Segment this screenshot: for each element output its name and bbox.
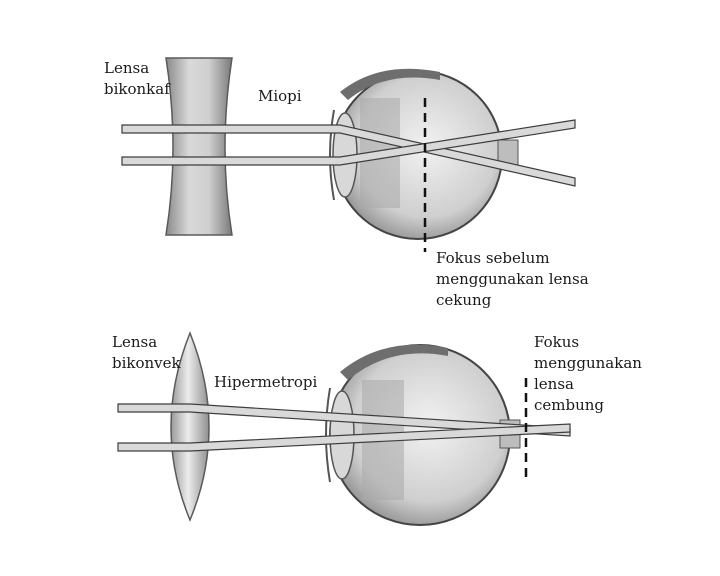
- biconvex-lens: [170, 330, 210, 522]
- biconcave-lens: [165, 57, 233, 236]
- hypermetropia-panel: [117, 330, 571, 526]
- myopia-focus-label: Fokus sebelum menggunakan lensa cekung: [436, 249, 589, 309]
- myopia-panel: [121, 57, 576, 252]
- hypermetropia-light-rays: [117, 403, 571, 452]
- biconvex-lens-label: Lensa bikonvek: [112, 333, 181, 372]
- hypermetropia-focus-label: Fokus menggunakan lensa cembung: [534, 333, 642, 414]
- biconcave-lens-label: Lensa bikonkaf: [104, 59, 170, 98]
- myopia-label: Miopi: [258, 87, 302, 105]
- hypermetropia-label: Hipermetropi: [214, 373, 318, 391]
- myopia-light-rays: [121, 119, 576, 187]
